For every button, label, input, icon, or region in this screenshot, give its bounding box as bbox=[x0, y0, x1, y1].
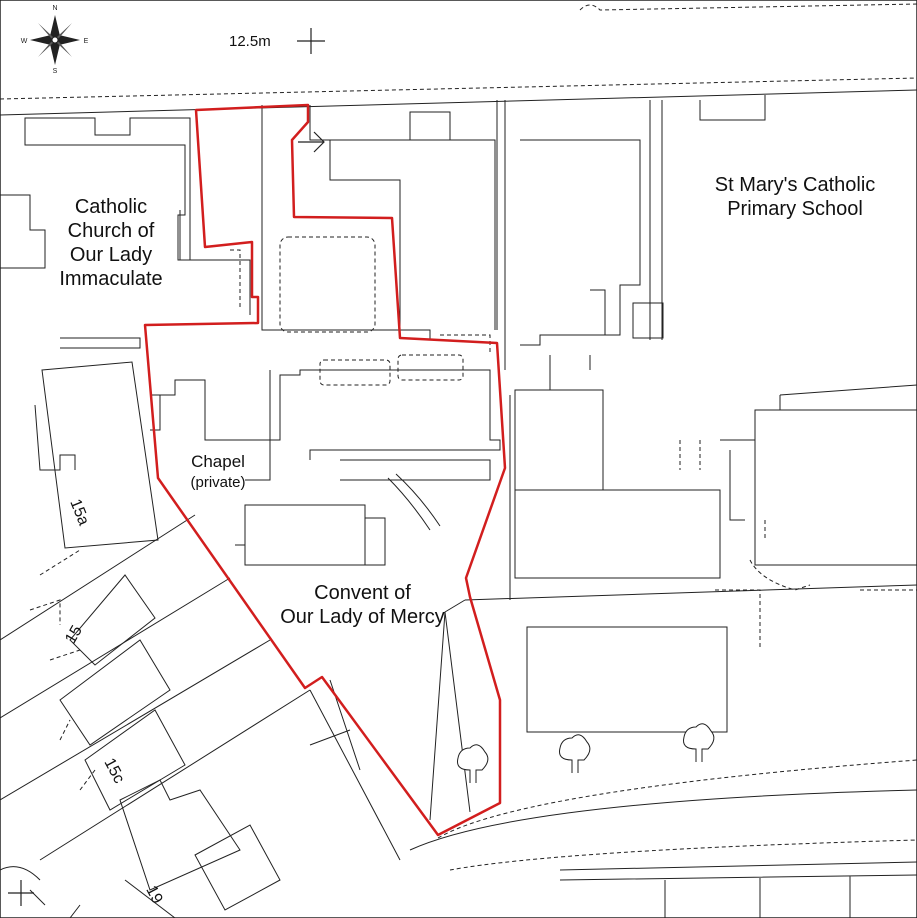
school-label-line: Primary School bbox=[727, 198, 863, 220]
compass-south-label: S bbox=[53, 68, 58, 75]
church-label-line: Catholic bbox=[74, 196, 148, 218]
house-number-15: 15 bbox=[62, 623, 86, 647]
church-label: Catholic Church of Our Lady Immaculate bbox=[48, 195, 174, 291]
kerb-lines bbox=[0, 89, 917, 871]
building-outlines bbox=[0, 95, 917, 918]
compass-west-label: W bbox=[21, 38, 28, 45]
convent-label-line: Our Lady of Mercy bbox=[280, 606, 445, 628]
compass-east-label: E bbox=[84, 38, 89, 45]
direction-arrow-icon bbox=[298, 131, 325, 153]
church-label-line: Church of bbox=[67, 220, 155, 242]
scale-bar-cross-icon bbox=[297, 28, 325, 54]
compass-north-label: N bbox=[52, 5, 57, 12]
compass-rose-icon bbox=[30, 15, 80, 65]
church-label-line: Our Lady bbox=[69, 244, 153, 266]
house-number-19: 19 bbox=[142, 883, 165, 907]
site-boundary bbox=[143, 103, 507, 837]
road-lines bbox=[0, 3, 917, 871]
chapel-label: Chapel bbox=[191, 452, 245, 471]
scale-bar-label: 12.5m bbox=[229, 33, 271, 50]
corner-cross-icon bbox=[8, 880, 34, 906]
church-label-line: Immaculate bbox=[59, 268, 163, 290]
convent-label-line: Convent of bbox=[314, 582, 411, 604]
chapel-note-label: (private) bbox=[190, 474, 246, 491]
dashed-features bbox=[230, 236, 917, 650]
trees bbox=[457, 723, 715, 783]
school-label: St Mary's Catholic Primary School bbox=[695, 173, 895, 221]
convent-label: Convent of Our Lady of Mercy bbox=[255, 581, 470, 629]
school-label-line: St Mary's Catholic bbox=[714, 174, 876, 196]
